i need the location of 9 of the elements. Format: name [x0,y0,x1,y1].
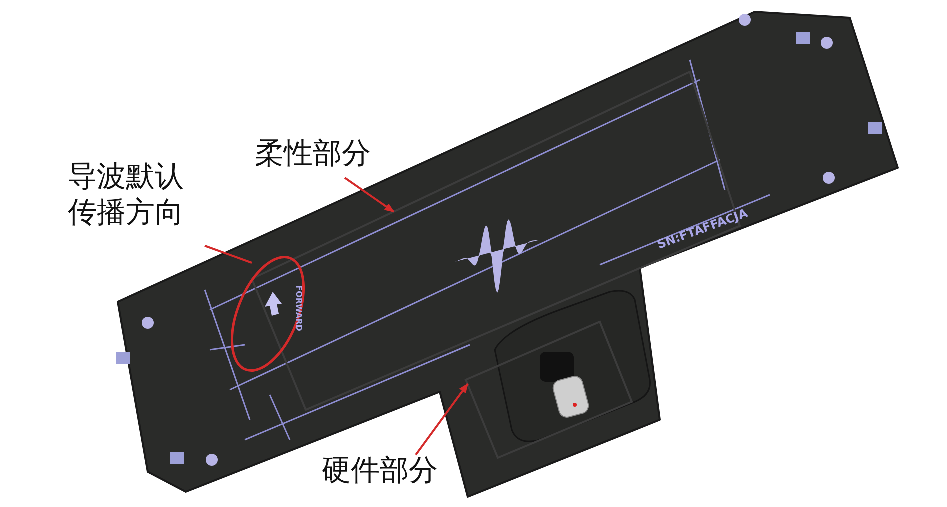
callout-label: 导波默认传播方向 [68,158,192,230]
leader-line [204,245,252,264]
callout-label: 柔性部分 [255,135,405,172]
leader-line [344,177,395,213]
callout-label: 硬件部分 [322,452,472,488]
highlight-ellipse [231,256,305,372]
leader-line [415,383,469,456]
direction-text: FORWARD [294,286,304,332]
hardware-section-outline [464,320,634,460]
